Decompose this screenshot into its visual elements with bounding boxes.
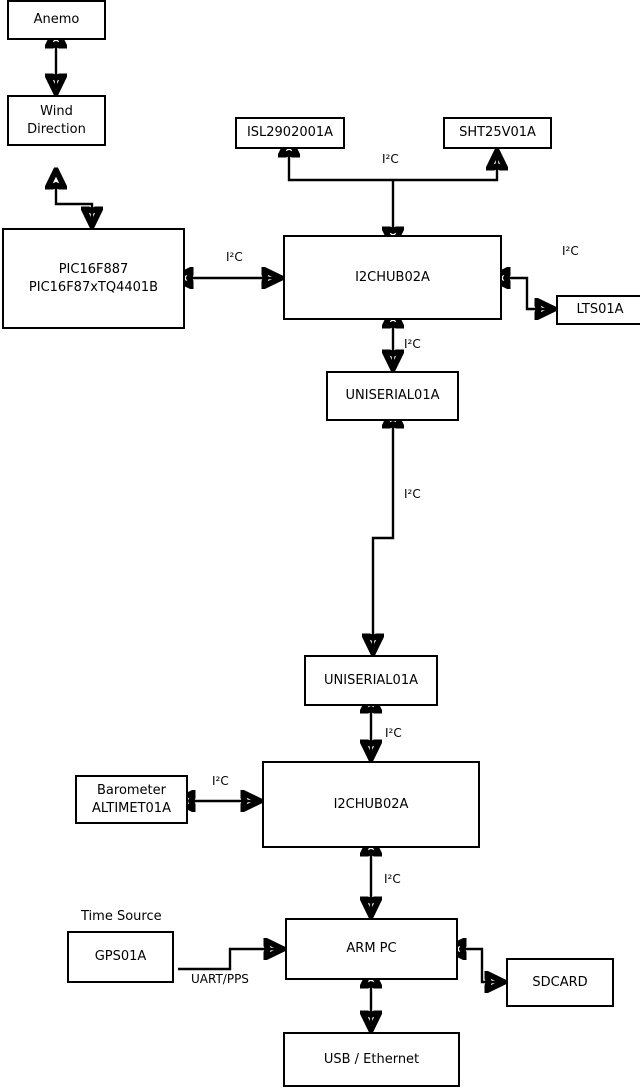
edge-label-i2c-uniserial-hub: I²C: [385, 726, 402, 740]
node-arm-pc[interactable]: ARM PC: [285, 918, 458, 980]
node-i2chub02a-bottom[interactable]: I2CHUB02A: [262, 761, 480, 848]
edge-label-i2c-hub-uniserial: I²C: [404, 337, 421, 351]
node-uniserial01a-bottom[interactable]: UNISERIAL01A: [304, 655, 438, 706]
label-time-source: Time Source: [81, 909, 162, 924]
node-uniserial01a-top[interactable]: UNISERIAL01A: [326, 371, 459, 421]
edge-label-i2c-hub-lts: I²C: [562, 244, 579, 258]
edge-gps-armpc: [178, 949, 281, 971]
edge-unitop-unibot: [373, 424, 393, 651]
edge-hubtop-lts: [506, 278, 552, 309]
node-sdcard[interactable]: SDCARD: [506, 958, 614, 1007]
node-i2chub02a-top[interactable]: I2CHUB02A: [283, 235, 502, 320]
node-pic-microcontroller[interactable]: PIC16F887 PIC16F87xTQ4401B: [2, 228, 185, 329]
edge-label-i2c-hub-sensors: I²C: [382, 152, 399, 166]
node-lts01a[interactable]: LTS01A: [556, 295, 640, 325]
edge-label-i2c-barometer-hub: I²C: [212, 774, 229, 788]
edge-label-i2c-pic-hub: I²C: [226, 250, 243, 264]
node-wind-direction[interactable]: Wind Direction: [7, 95, 106, 146]
edge-label-uart-pps: UART/PPS: [191, 972, 249, 986]
edge-pic-wind: [56, 185, 92, 224]
node-gps01a[interactable]: GPS01A: [67, 931, 174, 983]
edge-armpc-sdcard: [462, 949, 502, 982]
edge-label-i2c-uniserial-uniserial: I²C: [404, 487, 421, 501]
node-isl2902001a[interactable]: ISL2902001A: [235, 117, 345, 149]
edge-label-i2c-hub-armpc: I²C: [384, 872, 401, 886]
node-sht25v01a[interactable]: SHT25V01A: [443, 117, 552, 149]
node-barometer-altimet01a[interactable]: Barometer ALTIMET01A: [75, 775, 188, 824]
node-usb-ethernet[interactable]: USB / Ethernet: [283, 1032, 460, 1087]
node-anemo[interactable]: Anemo: [7, 0, 106, 40]
